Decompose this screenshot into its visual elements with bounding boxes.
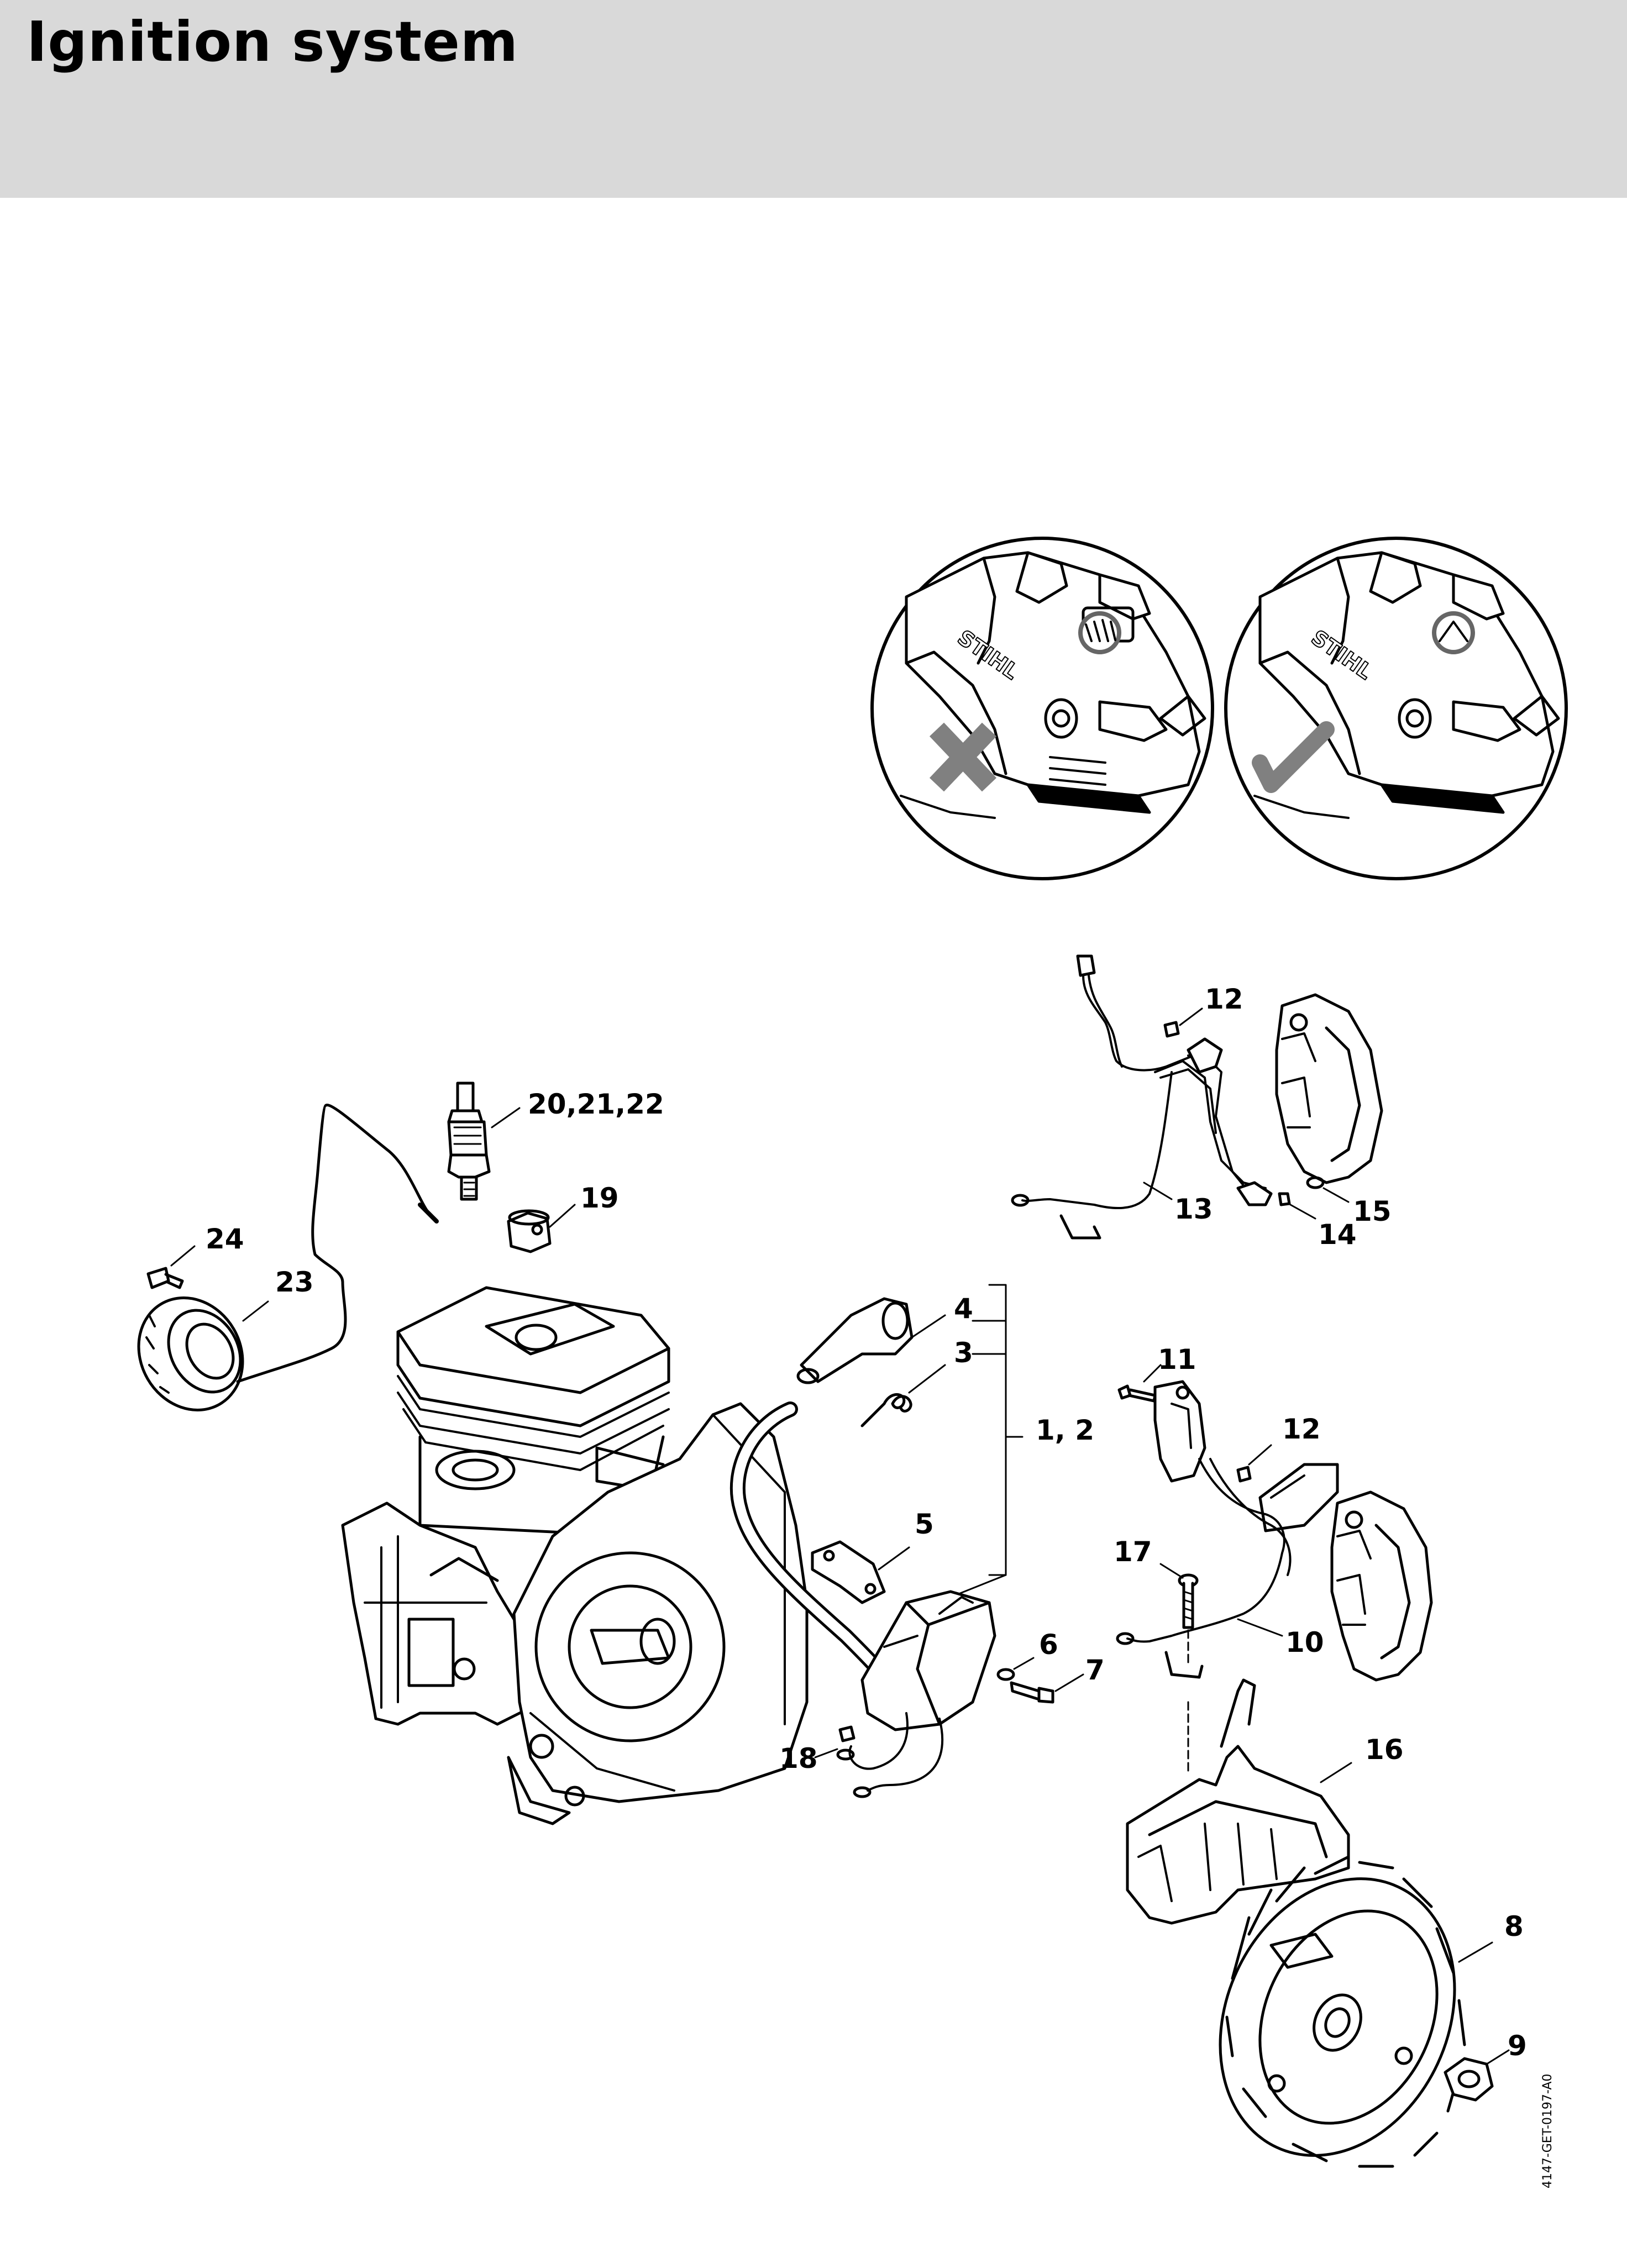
switch-part: [1153, 1380, 1206, 1483]
wrong-cross-mark: [929, 722, 997, 792]
part-4-boot-cover: [796, 1297, 914, 1384]
callout-9: 9: [1508, 2030, 1527, 2062]
part-8-flywheel: [1219, 1855, 1466, 2168]
page-title: Ignition system: [27, 9, 519, 74]
callout-1-2: 1, 2: [1036, 1414, 1094, 1446]
callout-13: 13: [1174, 1193, 1213, 1225]
page-header: Ignition system: [0, 0, 1627, 198]
callout-10: 10: [1285, 1626, 1324, 1658]
ignition-wire: [236, 1104, 433, 1383]
part-18-screw: [836, 1725, 856, 1761]
callout-12-lower: 12: [1282, 1413, 1321, 1445]
inset-right: STIHL: [1224, 537, 1568, 880]
part-17-screw: [1178, 1573, 1199, 1629]
part-11-screw: [1117, 1384, 1157, 1403]
part-14-screw: [1278, 1192, 1291, 1206]
callout-6: 6: [1039, 1629, 1058, 1661]
callout-23: 23: [275, 1266, 314, 1298]
part-3-spring: [860, 1393, 912, 1427]
part-5-bracket: [811, 1540, 886, 1604]
callout-bracket-1-2: [988, 1284, 1024, 1576]
engine-housing-sketch-right: STIHL: [1253, 551, 1560, 819]
callout-16: 16: [1365, 1734, 1404, 1766]
callout-24: 24: [206, 1223, 244, 1255]
figure-code: 4147-GET-0197-A0: [1541, 2073, 1555, 2188]
callout-20-21-22: 20,21,22: [528, 1088, 664, 1120]
part-6-washer: [996, 1668, 1015, 1681]
callout-15: 15: [1353, 1195, 1392, 1227]
part-9-nut: [1444, 2057, 1494, 2102]
part-12-screw-lower: [1236, 1466, 1252, 1483]
part-19-boot: [507, 1209, 552, 1253]
part-12-screw-upper: [1163, 1021, 1180, 1038]
callout-7: 7: [1085, 1654, 1105, 1686]
callout-5: 5: [915, 1508, 934, 1540]
callout-17: 17: [1114, 1536, 1152, 1568]
ground-clip: [1164, 1651, 1204, 1679]
contact-bracket: [1258, 1463, 1339, 1532]
part-13-wiring-harness: [1011, 954, 1273, 1240]
callout-3: 3: [954, 1337, 973, 1369]
handle-housing-lower: [1330, 1490, 1433, 1682]
part-24-screw: [146, 1267, 184, 1289]
part-20-21-22-spark-plug: [447, 1082, 491, 1201]
callout-18: 18: [779, 1742, 818, 1775]
callout-8: 8: [1504, 1910, 1524, 1943]
callout-19: 19: [580, 1182, 619, 1214]
callout-14: 14: [1318, 1219, 1357, 1251]
ignition-module: [848, 1590, 996, 1798]
handle-housing-upper: [1275, 993, 1383, 1184]
part-15-washer: [1306, 1176, 1325, 1189]
part-23-ring: [137, 1296, 244, 1411]
inset-wrong: STIHL: [870, 537, 1214, 880]
part-7-screw: [1010, 1681, 1054, 1704]
callout-11: 11: [1158, 1343, 1196, 1376]
callout-4: 4: [954, 1293, 973, 1325]
callout-12-upper: 12: [1205, 983, 1243, 1015]
part-16-carrier: [1126, 1678, 1350, 1925]
right-check-mark: [1252, 721, 1335, 793]
crankcase-cylinder-assembly: [341, 1286, 809, 1825]
